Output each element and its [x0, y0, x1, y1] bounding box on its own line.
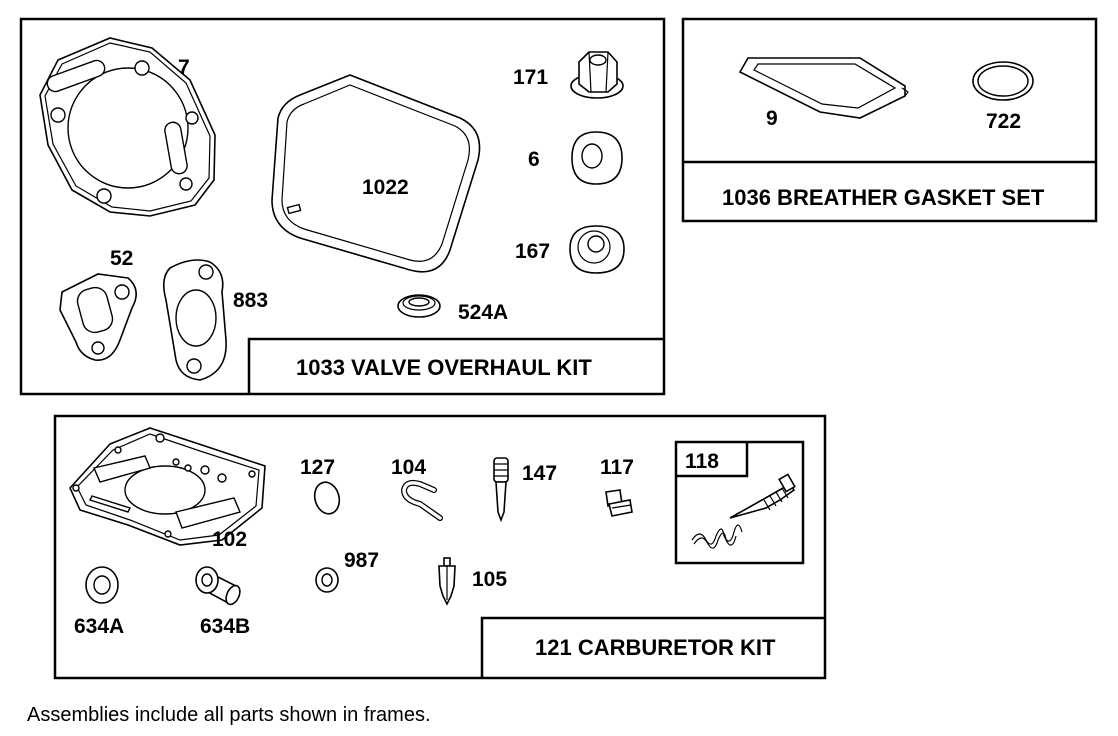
flange-nut-part [570, 51, 624, 99]
breather-gasket-part [738, 57, 909, 119]
valve-cover-gasket-part [271, 74, 481, 273]
part-number-987: 987 [344, 549, 379, 572]
seal-634a-part [85, 566, 119, 604]
part-number-171: 171 [513, 66, 548, 89]
part-number-147: 147 [522, 462, 557, 485]
part-number-105: 105 [472, 568, 507, 591]
valve-kit-title: 1033 VALVE OVERHAUL KIT [296, 355, 592, 380]
part-number-52: 52 [110, 247, 133, 270]
part-number-1022: 1022 [362, 176, 409, 199]
part-number-102: 102 [212, 528, 247, 551]
fitting-part [605, 489, 633, 517]
part-number-104: 104 [391, 456, 426, 479]
breather-gasket-set-frame: 1036 BREATHER GASKET SET [681, 17, 1098, 223]
welch-plug-part [313, 481, 341, 515]
part-number-634A: 634A [74, 615, 124, 638]
part-number-167: 167 [515, 240, 550, 263]
carburetor-kit-frame: 121 CARBURETOR KIT [53, 414, 827, 680]
o-ring-part [972, 61, 1034, 101]
oil-seal-part [397, 294, 441, 318]
part-number-127: 127 [300, 456, 335, 479]
intake-gasket-part [59, 273, 137, 361]
part-number-883: 883 [233, 289, 268, 312]
part-number-6: 6 [528, 148, 540, 171]
needle-part [493, 457, 509, 523]
washer-part [315, 567, 339, 593]
seal-part [569, 225, 625, 274]
carburetor-gasket-part [69, 427, 266, 546]
part-number-722: 722 [986, 110, 1021, 133]
part-number-117: 117 [600, 456, 634, 479]
part-number-634B: 634B [200, 615, 250, 638]
breather-set-title: 1036 BREATHER GASKET SET [722, 185, 1045, 210]
bushing-634b-part [195, 566, 241, 606]
valve-seal-part [571, 131, 623, 185]
valve-overhaul-kit-frame: 1033 VALVE OVERHAUL KIT [19, 17, 666, 396]
exhaust-gasket-part [162, 259, 227, 381]
hinge-pin-part [400, 479, 443, 521]
inlet-needle-part [438, 557, 456, 606]
part-number-118: 118 [685, 450, 719, 473]
spring-part [691, 524, 743, 549]
carburetor-kit-title: 121 CARBURETOR KIT [535, 635, 776, 660]
mixture-screw-frame [674, 440, 805, 565]
footnote: Assemblies include all parts shown in fr… [27, 704, 431, 726]
part-number-7: 7 [178, 56, 190, 79]
mixture-screw-part [729, 473, 796, 519]
head-gasket-part [39, 37, 216, 217]
part-number-524A: 524A [458, 301, 508, 324]
part-number-9: 9 [766, 107, 778, 130]
